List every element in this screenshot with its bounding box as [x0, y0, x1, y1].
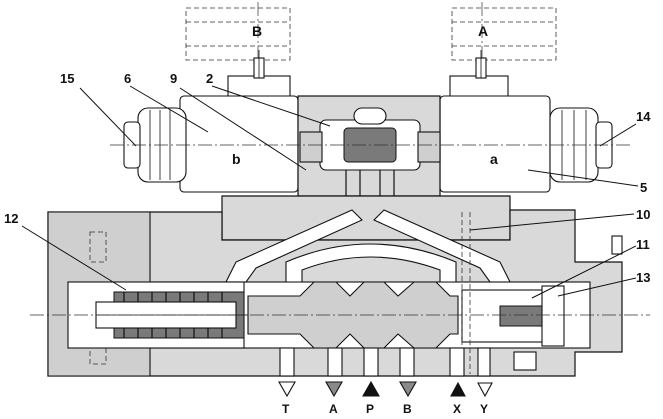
ghost-solenoid-left-label: B [252, 23, 262, 39]
solenoid-right [439, 95, 613, 193]
solenoid-b-label: b [232, 151, 241, 167]
port-y-label: Y [480, 402, 488, 416]
pilot-drain-dashed [461, 212, 471, 374]
callout-15: 15 [60, 71, 74, 86]
callout-2: 2 [206, 71, 213, 86]
ghost-solenoid-right [451, 2, 557, 70]
callout-6: 6 [124, 71, 131, 86]
port-b-symbol [399, 381, 417, 398]
port-x-symbol [450, 381, 466, 397]
port-y-symbol [477, 382, 493, 398]
callout-5: 5 [640, 180, 647, 195]
ghost-solenoid-left [185, 2, 291, 70]
solenoid-a-label: a [490, 151, 498, 167]
ghost-solenoid-right-label: A [478, 23, 488, 39]
callout-leaders [21, 85, 639, 299]
y-port-plug [513, 351, 537, 371]
port-p-label: P [366, 402, 374, 416]
port-a-label: A [329, 402, 338, 416]
port-t-label: T [282, 402, 290, 416]
callout-12: 12 [4, 211, 18, 226]
annulus-arch [285, 243, 457, 283]
port-b-label: B [403, 402, 412, 416]
callout-14: 14 [636, 109, 651, 124]
port-x-label: X [453, 402, 461, 416]
callout-11: 11 [636, 237, 650, 252]
main-spool [247, 281, 565, 349]
port-passages [279, 347, 491, 377]
callout-9: 9 [170, 71, 177, 86]
solenoid-left [123, 95, 299, 193]
port-symbols [278, 380, 493, 398]
callout-13: 13 [636, 270, 650, 285]
callout-10: 10 [636, 207, 650, 222]
port-p-symbol [362, 380, 380, 397]
port-a-symbol [325, 381, 343, 398]
pilot-adapter-plate [221, 195, 511, 241]
pilot-valve-body [297, 95, 441, 197]
port-t-symbol [278, 381, 296, 398]
